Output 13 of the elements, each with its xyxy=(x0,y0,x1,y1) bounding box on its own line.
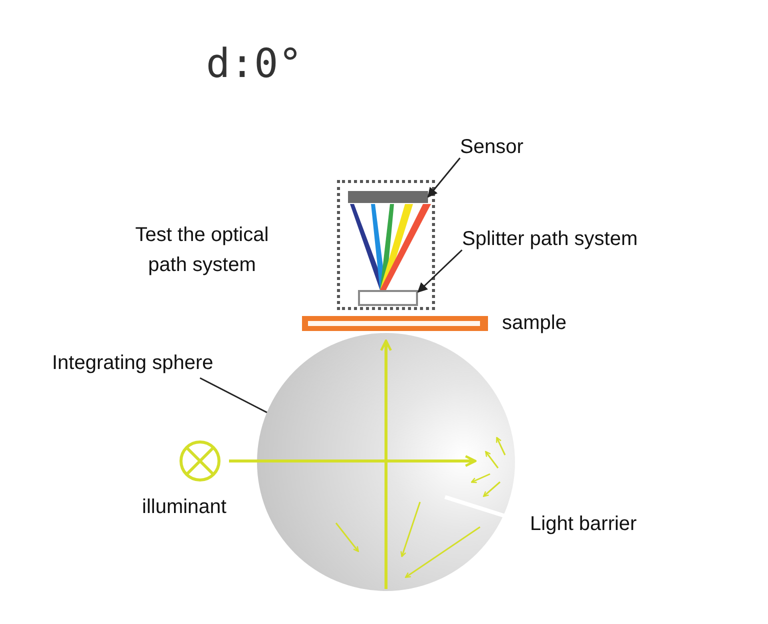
part-label: Integrating sphere xyxy=(52,350,260,378)
leader-arrow xyxy=(427,158,461,198)
part-label: Test the optical path system xyxy=(134,223,270,278)
title: d:0° xyxy=(206,40,302,88)
part-label: sample xyxy=(502,311,566,336)
part-label: Light barrier xyxy=(530,512,637,537)
splitter-block xyxy=(358,290,418,306)
leader-line xyxy=(200,377,268,414)
sensor-bar xyxy=(348,191,428,203)
part-label: illuminant xyxy=(142,495,226,520)
part-label: Splitter path system xyxy=(462,226,692,254)
leader-arrow xyxy=(417,249,463,293)
part-label: Sensor xyxy=(460,134,536,162)
